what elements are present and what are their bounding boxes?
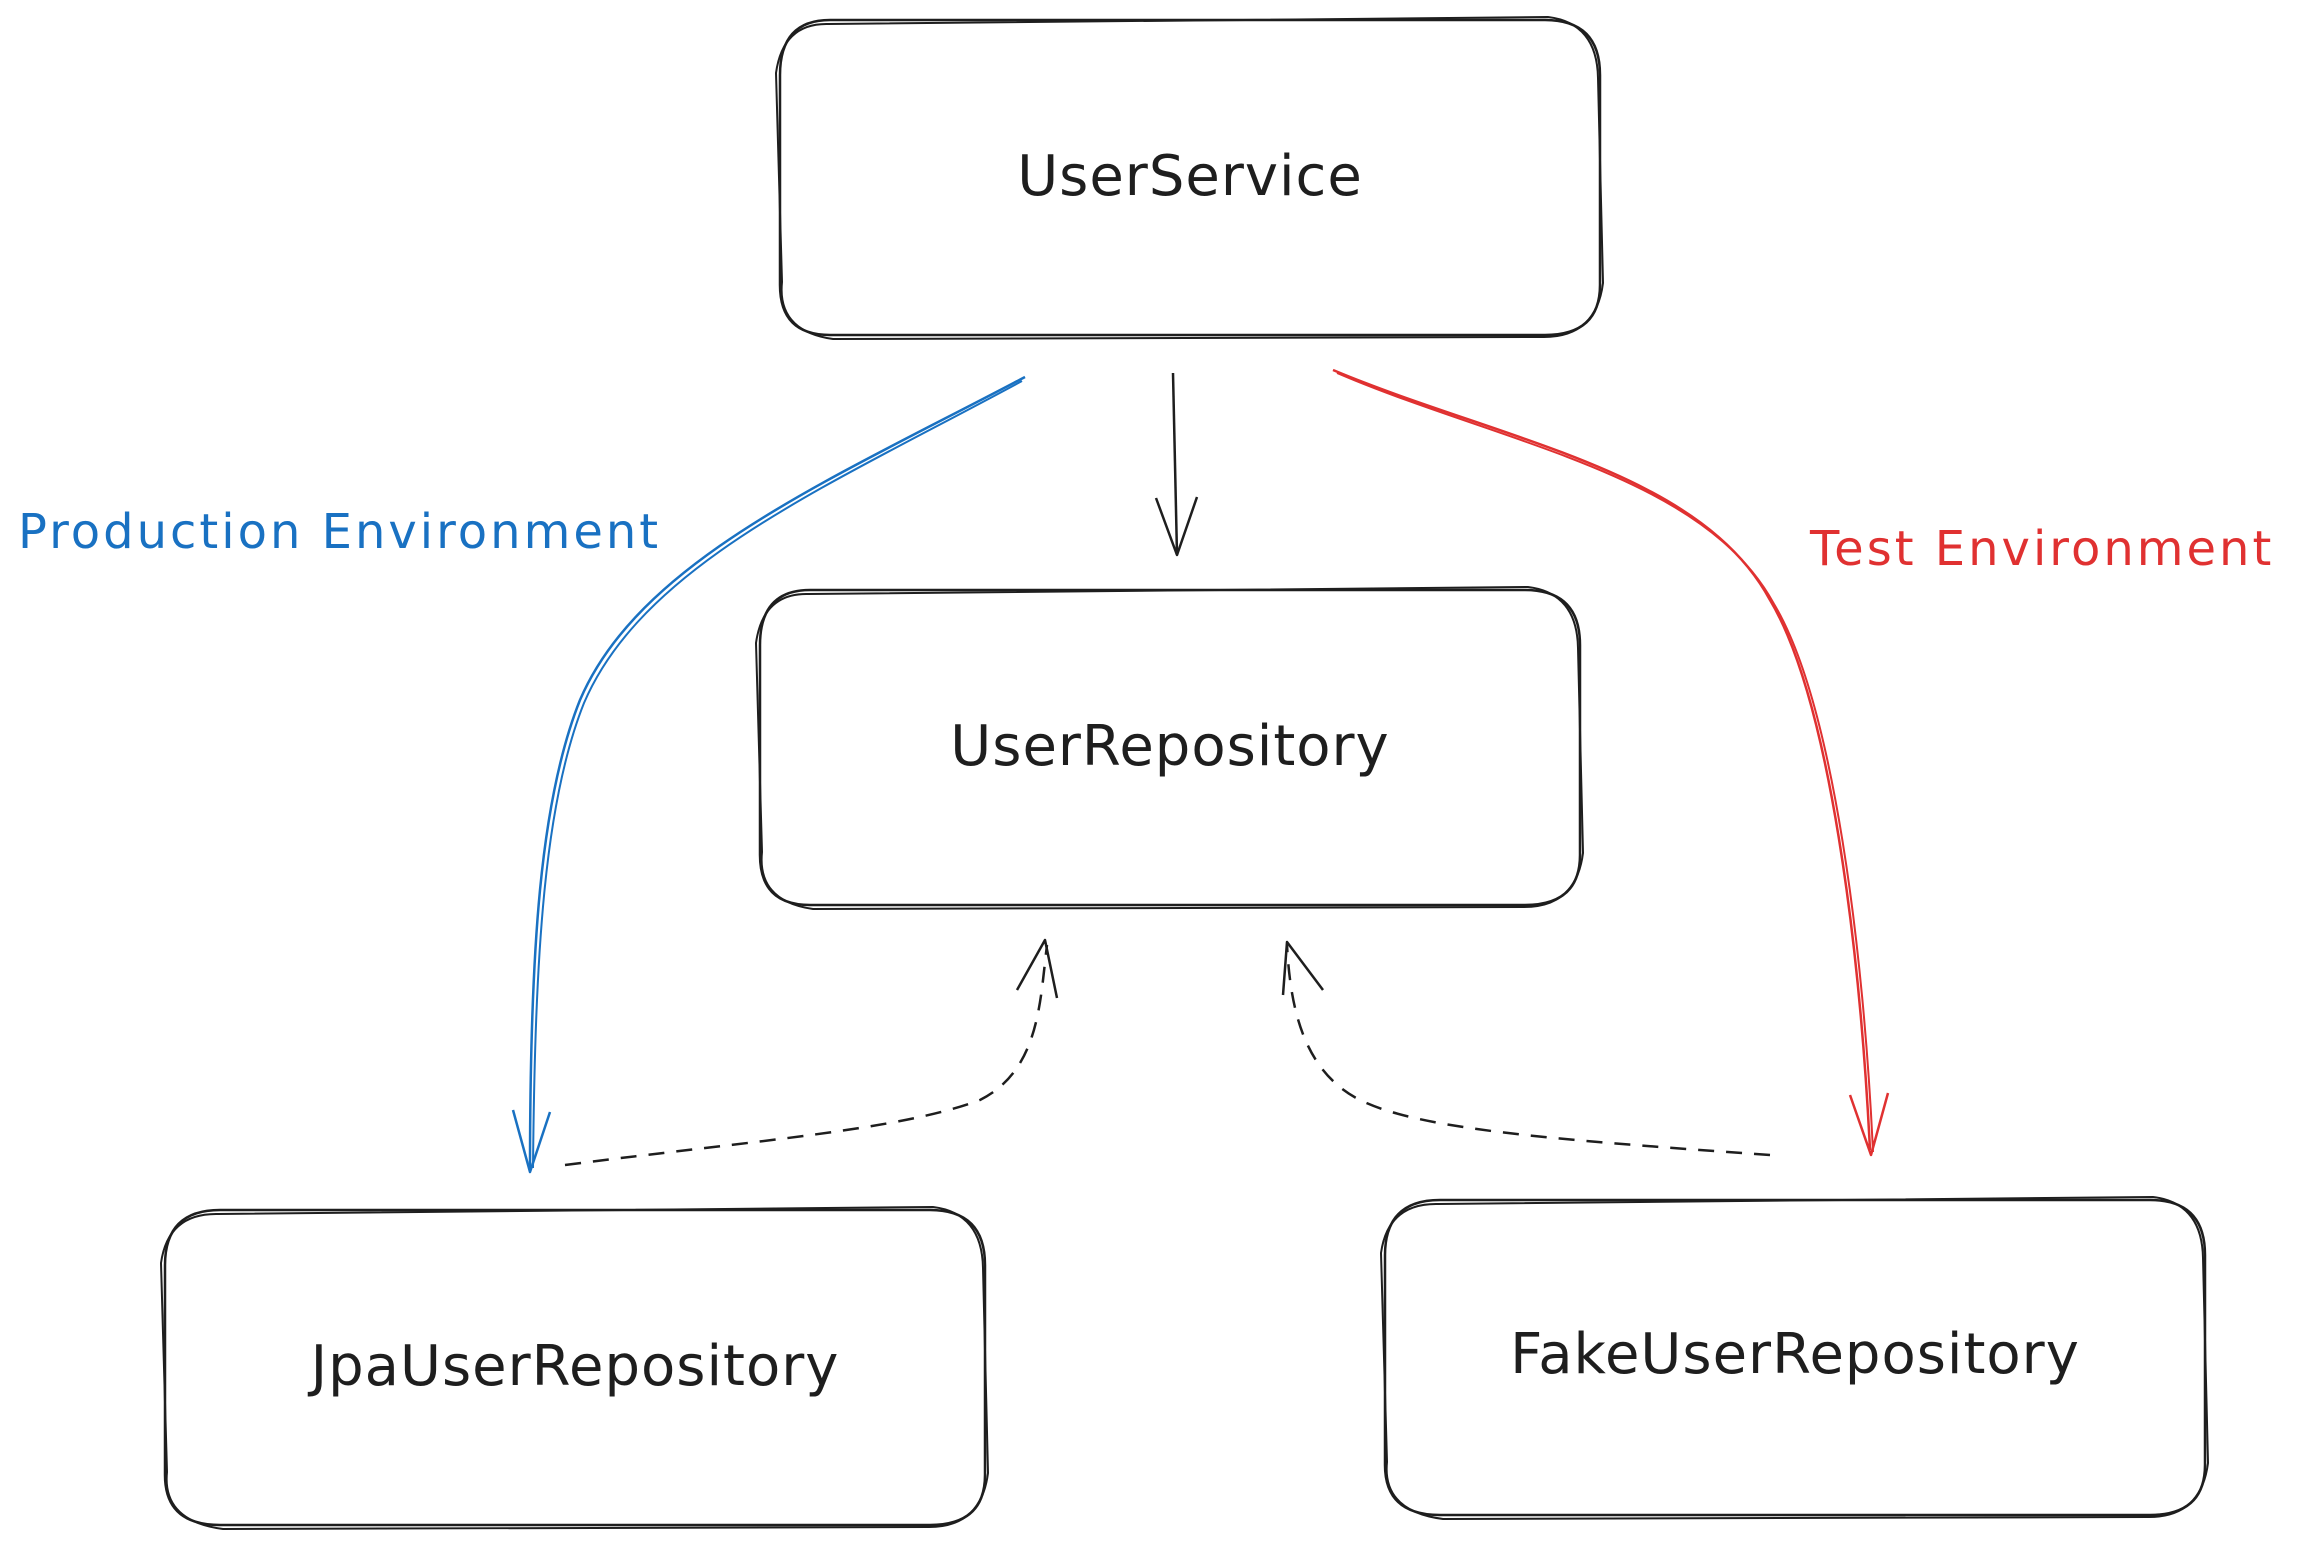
production-arrow: [511, 375, 1026, 1174]
production-environment-label: Production Environment: [18, 504, 661, 560]
user-repository-box[interactable]: UserRepository: [754, 585, 1585, 911]
jpa-user-repository-label: JpaUserRepository: [308, 1334, 840, 1399]
user-service-box[interactable]: UserService: [774, 15, 1605, 341]
fake-user-repository-box[interactable]: FakeUserRepository: [1379, 1195, 2210, 1521]
service-to-repository-arrow: [1154, 372, 1199, 557]
test-environment-label: Test Environment: [1809, 521, 2274, 577]
jpa-implements-arrow: [564, 938, 1059, 1167]
fake-user-repository-label: FakeUserRepository: [1510, 1322, 2080, 1387]
test-arrow: [1332, 368, 1890, 1157]
user-service-label: UserService: [1017, 144, 1363, 209]
fake-implements-arrow: [1281, 940, 1771, 1157]
jpa-user-repository-box[interactable]: JpaUserRepository: [159, 1205, 990, 1531]
user-repository-label: UserRepository: [950, 714, 1389, 779]
